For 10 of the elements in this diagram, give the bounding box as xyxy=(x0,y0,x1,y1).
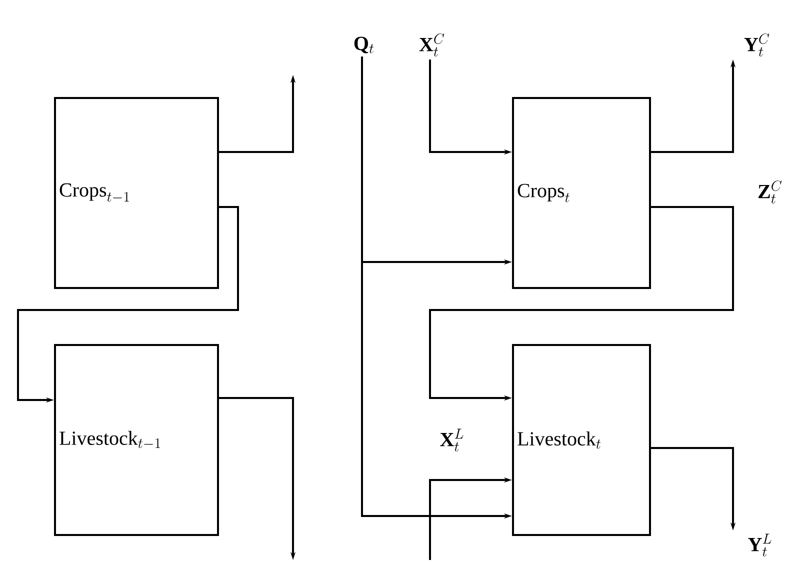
variable-label: $\mathbf{Y}_t^C$ xyxy=(744,33,770,56)
edge-label: $\mathbf{X}_t^L$ xyxy=(438,426,466,454)
process-box: $\mathrm{Crops}_{t}$ xyxy=(512,97,651,289)
variable-label: $\mathbf{X}_t^C$ xyxy=(419,33,444,56)
process-box: $\mathrm{Livestock}_{t-1}$ xyxy=(54,344,219,536)
edge-label: $\mathbf{Z}_t^C$ xyxy=(756,178,784,206)
process-box: $\mathrm{Crops}_{t-1}$ xyxy=(54,97,219,289)
variable-label: $\mathbf{Q}_t$ xyxy=(354,36,374,54)
process-box: $\mathrm{Livestock}_{t}$ xyxy=(512,344,651,536)
variable-label: $\mathbf{Y}_t^L$ xyxy=(748,534,772,556)
